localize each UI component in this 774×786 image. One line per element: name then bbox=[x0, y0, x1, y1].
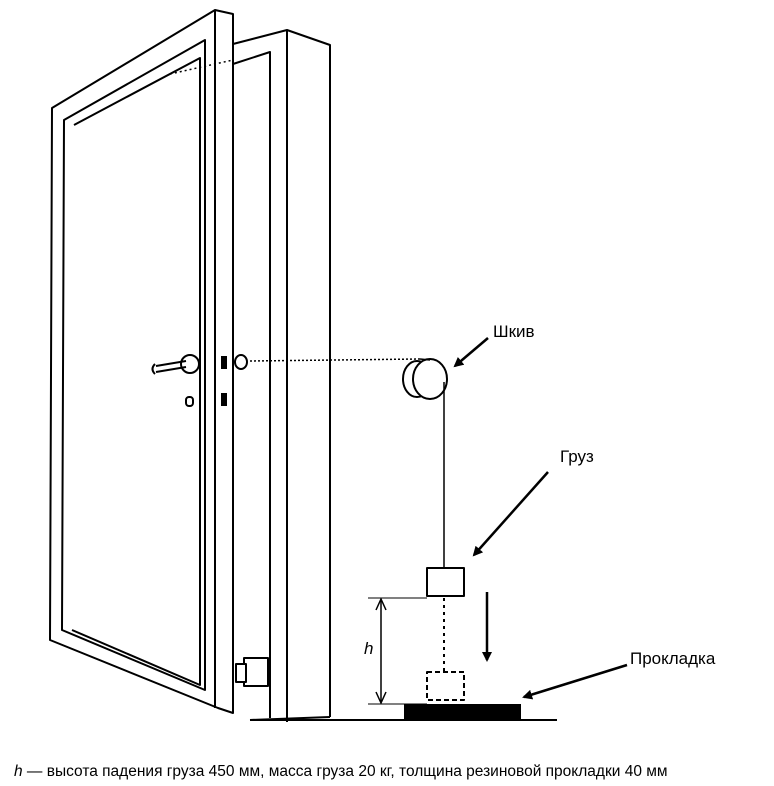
latch-blocks bbox=[221, 356, 227, 406]
latch-bolt bbox=[234, 354, 248, 370]
pulley-label: Шкив bbox=[493, 322, 535, 341]
figure-caption: h — высота падения груза 450 мм, масса г… bbox=[14, 763, 668, 780]
height-dimension bbox=[368, 597, 427, 705]
pulley bbox=[402, 358, 448, 400]
caption-text: — высота падения груза 450 мм, масса гру… bbox=[23, 763, 668, 780]
keyhole bbox=[185, 396, 194, 407]
weight-box bbox=[426, 567, 465, 597]
door-handle bbox=[151, 354, 200, 375]
weight-label: Груз bbox=[560, 447, 594, 466]
hinge bbox=[235, 657, 269, 687]
caption-symbol: h bbox=[14, 763, 23, 780]
rubber-pad bbox=[404, 704, 521, 719]
rope-horizontal bbox=[249, 358, 421, 362]
height-symbol: h bbox=[364, 639, 373, 658]
pad-label: Прокладка bbox=[630, 649, 716, 668]
pulley-arrow bbox=[453, 337, 489, 368]
pad-arrow bbox=[522, 663, 628, 700]
door-leaf bbox=[49, 9, 234, 714]
door-frame bbox=[232, 29, 331, 722]
weight-arrow bbox=[472, 471, 549, 557]
weight-box-dropped bbox=[426, 671, 465, 701]
